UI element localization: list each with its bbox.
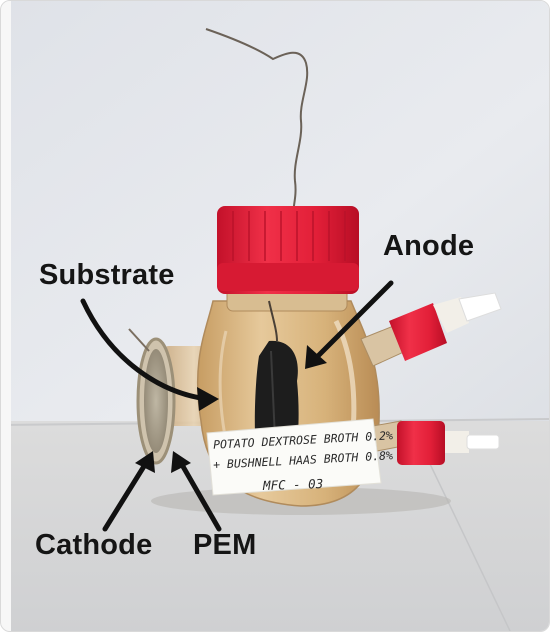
substrate-label: Substrate <box>39 259 175 291</box>
cathode-arrow <box>102 460 149 532</box>
anode-label: Anode <box>383 230 475 262</box>
bottle-label-line-3: MFC - 03 <box>262 475 324 494</box>
bottle-cap <box>217 206 359 294</box>
lower-port-cap <box>397 421 500 465</box>
cathode-label: Cathode <box>35 529 153 561</box>
pem-arrow <box>178 460 222 532</box>
substrate-arrow <box>80 298 210 402</box>
upper-port-cap <box>389 292 502 361</box>
bottle-label <box>206 418 382 496</box>
pem-label: PEM <box>193 529 257 561</box>
wire <box>205 28 309 217</box>
anode-arrow <box>310 280 394 364</box>
